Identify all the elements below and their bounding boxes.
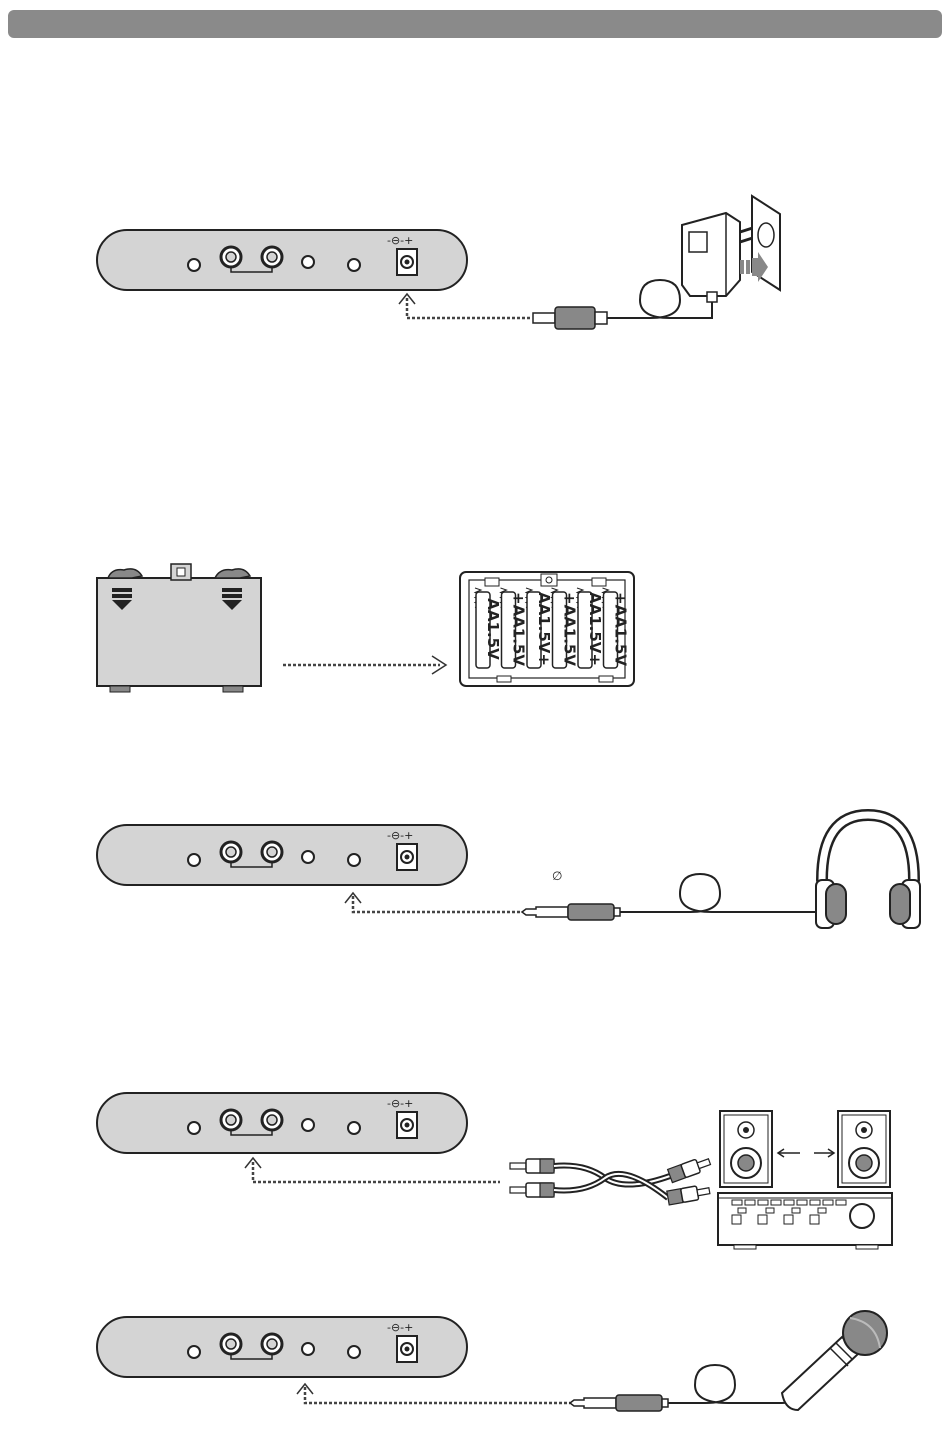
- connection-dashed-line: [407, 298, 532, 318]
- battery-cell-label: +AA1.5V: [510, 592, 528, 666]
- battery-cell: AA1.5V+: [577, 588, 604, 668]
- polarity-label: -⊖-+: [387, 234, 413, 247]
- battery-cell-label: AA1.5V+: [586, 592, 604, 666]
- microphone-cable: [668, 1365, 795, 1403]
- microphone-icon: [782, 1311, 887, 1410]
- quarter-inch-plug-icon: [570, 1395, 668, 1411]
- headphones-icon: [816, 815, 920, 928]
- polarity-label: -⊖-+: [387, 1097, 413, 1110]
- device-side-panel: -⊖-+: [97, 825, 467, 885]
- amplifier-connection-diagram: -⊖-+: [97, 1093, 892, 1249]
- connection-dashed-line: [353, 896, 522, 912]
- battery-compartment-lid: [97, 564, 261, 692]
- connection-dashed-line: [305, 1387, 570, 1403]
- battery-cell-label: AA1.5V+: [535, 592, 553, 666]
- device-side-panel: -⊖-+: [97, 1093, 467, 1153]
- battery-cell: AA1.5V: [475, 588, 502, 668]
- speaker-left-icon: [720, 1111, 772, 1187]
- microphone-connection-diagram: -⊖-+: [97, 1311, 887, 1411]
- connection-dashed-line: [253, 1162, 500, 1182]
- rca-cable-icon: [510, 1155, 712, 1205]
- jack-diameter-symbol: ∅: [552, 869, 562, 883]
- speaker-direction-arrows: [778, 1149, 834, 1157]
- battery-cell-label: +AA1.5V: [612, 592, 630, 666]
- battery-cell: AA1.5V+: [526, 588, 553, 668]
- device-side-panel: -⊖-+: [97, 230, 467, 290]
- battery-cell: +AA1.5V: [501, 588, 528, 668]
- quarter-inch-plug-icon: [522, 904, 620, 920]
- speaker-right-icon: [838, 1111, 890, 1187]
- device-side-panel: -⊖-+: [97, 1317, 467, 1377]
- polarity-label: -⊖-+: [387, 829, 413, 842]
- power-connection-diagram: -⊖-+: [97, 196, 780, 329]
- headphone-cable: [620, 874, 818, 912]
- amplifier-icon: [718, 1193, 892, 1249]
- power-adapter-icon: [682, 213, 762, 302]
- battery-installation-diagram: AA1.5V +AA1.5V AA1.5V+ +AA1.5V AA1.5V+ +AA1.5…: [97, 564, 634, 692]
- battery-cell-label: +AA1.5V: [561, 592, 579, 666]
- headphone-connection-diagram: -⊖-+ ∅: [97, 815, 920, 928]
- battery-cell: +AA1.5V: [552, 588, 579, 668]
- battery-cell: +AA1.5V: [603, 588, 630, 668]
- battery-cell-label: AA1.5V: [484, 598, 502, 660]
- polarity-label: -⊖-+: [387, 1321, 413, 1334]
